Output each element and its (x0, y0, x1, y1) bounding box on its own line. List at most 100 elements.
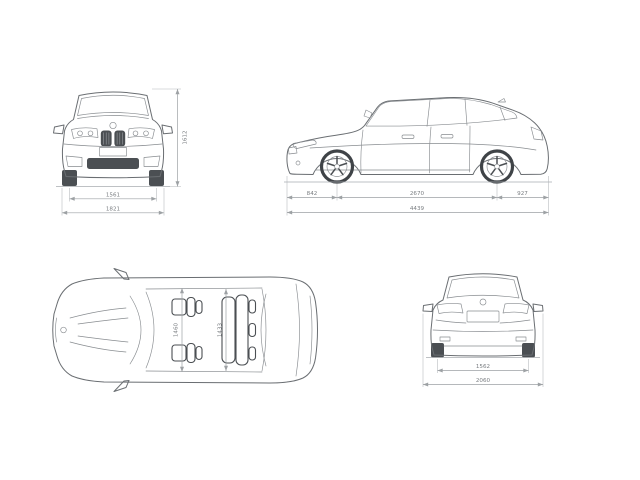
interior-width-front-label: 1460 (174, 322, 180, 337)
front-left-tire (62, 170, 77, 186)
front-seat-headrest-right (195, 345, 203, 361)
front-right-headlight (127, 127, 155, 139)
rear-window (446, 276, 520, 299)
front-view-dimensions: 1561 1821 1612 (61, 88, 189, 216)
side-rear-door-handle (440, 134, 454, 139)
side-rear-door-line (428, 126, 432, 174)
top-left-mirror (113, 268, 130, 280)
rear-right-mirror (532, 303, 544, 312)
front-view: 1561 1821 1612 (53, 88, 189, 216)
top-front-grille-arc (55, 317, 57, 343)
front-right-mirror (161, 124, 173, 135)
rear-bench-back (235, 294, 249, 366)
interior-width-rear-label: 1433 (218, 322, 224, 337)
side-view-car (284, 96, 552, 184)
grille-slats (103, 132, 123, 145)
front-left-headlight-ring-outer (77, 130, 83, 137)
top-roof-rear-edge (261, 288, 267, 372)
front-seat-headrest-left (195, 299, 203, 315)
rear-left-mirror (422, 303, 434, 312)
rear-roundel-badge (479, 298, 487, 306)
side-mirror (363, 109, 373, 119)
rear-overhang-label: 927 (517, 191, 528, 197)
top-windshield-top-arc (145, 291, 155, 369)
mirror-width-label: 2060 (476, 378, 491, 384)
front-seat-back-left (186, 296, 196, 318)
side-b-pillar (426, 99, 431, 127)
front-right-headlight-ring-outer (143, 130, 149, 137)
rear-headrest-left (248, 299, 257, 314)
top-roof-rails (145, 287, 263, 373)
side-front-door-handle (401, 134, 415, 139)
front-wheel-hub (334, 163, 340, 170)
side-rear-lamp (530, 126, 544, 141)
front-right-foglight-area (143, 155, 161, 167)
front-wheel-spokes (326, 155, 348, 176)
side-foglight (295, 160, 301, 166)
front-left-mirror (53, 124, 65, 135)
side-view: 842 2670 927 4439 (284, 96, 552, 216)
top-hatch-lines (295, 283, 313, 377)
wheelbase-label: 2670 (410, 191, 425, 197)
side-body-outline (286, 96, 549, 175)
rear-left-tire (431, 343, 444, 358)
side-roof-antenna-fin (497, 98, 506, 103)
side-front-door-line (360, 129, 364, 174)
front-seat-cushion-right (171, 344, 187, 362)
top-hood-contours (69, 307, 129, 353)
rear-view: 1562 2060 (422, 273, 544, 387)
front-seat-cushion-left (171, 298, 187, 316)
front-right-headlight-ring-inner (132, 130, 139, 137)
rear-right-taillight (502, 303, 530, 314)
front-view-car (53, 91, 173, 187)
front-seat-back-right (186, 342, 196, 364)
front-roundel-badge (109, 121, 117, 130)
rear-license-plate (466, 310, 500, 323)
rear-tailgate-seam (435, 319, 531, 324)
top-view-dimensions: 1460 1433 (174, 287, 228, 373)
side-rear-wheel (479, 149, 515, 184)
rear-track-label: 1562 (476, 364, 490, 370)
front-left-headlight (71, 127, 99, 139)
front-extension-lines (61, 88, 181, 216)
side-grille (288, 146, 298, 155)
side-rear-door-end-line (469, 125, 471, 173)
rear-body-outline (430, 273, 536, 357)
side-view-dimensions: 842 2670 927 4439 (286, 176, 549, 216)
front-bumper-crease (63, 143, 163, 147)
rear-wheel-tire (479, 149, 515, 184)
rear-view-dimensions: 1562 2060 (422, 313, 544, 387)
front-overhang-label: 842 (307, 191, 318, 197)
front-cowl-line (77, 115, 149, 119)
rear-extension-lines (422, 313, 544, 387)
top-windshield-base-arc (129, 295, 142, 365)
top-view: 1460 1433 (52, 268, 318, 392)
rear-wheel-hub (494, 163, 500, 170)
top-rear-bench (221, 294, 257, 366)
front-wheel-tire (319, 149, 355, 184)
front-body-outline (61, 91, 165, 179)
rear-left-reflector (439, 336, 451, 342)
rear-wheel-spokes (486, 155, 508, 176)
rear-right-tire (522, 343, 535, 358)
front-windshield (77, 94, 149, 116)
rear-bench-cushion (221, 296, 236, 364)
side-headlamp (292, 139, 317, 149)
rear-view-car (422, 273, 544, 358)
front-width-label: 1821 (106, 207, 121, 213)
front-track-label: 1561 (106, 193, 121, 199)
side-c-pillar (464, 98, 468, 126)
rear-left-taillight (436, 303, 464, 314)
front-lower-intake (87, 158, 139, 169)
side-quarter-window-divider (499, 106, 506, 121)
side-character-line (309, 143, 537, 151)
top-rear-window-arc (260, 293, 267, 367)
overall-length-label: 4439 (410, 206, 425, 212)
front-left-foglight-area (65, 155, 83, 167)
top-roundel-badge (60, 326, 67, 334)
front-license-plate (99, 147, 127, 157)
front-height-label: 1612 (183, 130, 189, 144)
side-glasshouse (365, 98, 518, 127)
top-body-outline (52, 276, 318, 384)
